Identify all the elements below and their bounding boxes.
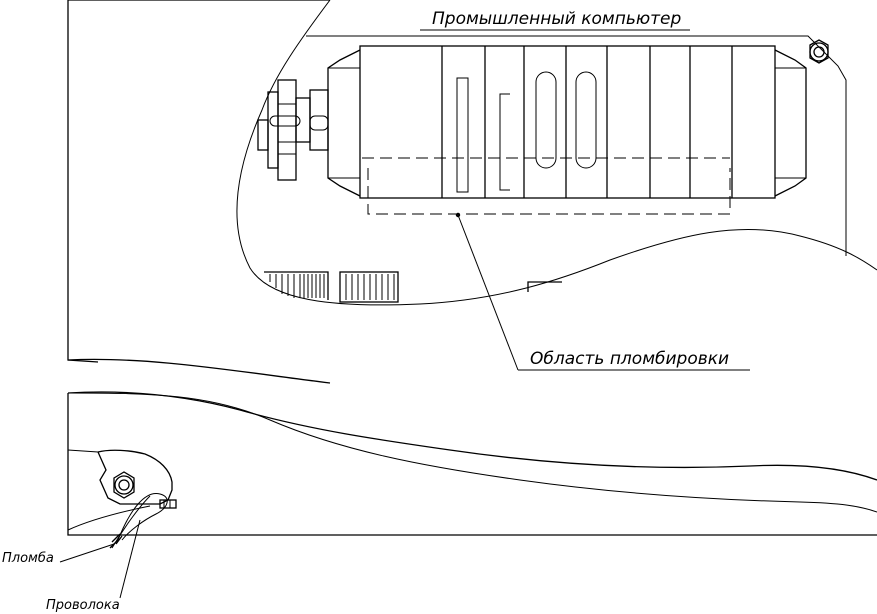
seal-area-label: Область пломбировки (530, 349, 729, 369)
industrial-computer (327, 45, 807, 199)
connector-assembly (257, 79, 329, 181)
wire-leader (119, 519, 141, 599)
seal-tab (159, 499, 177, 509)
upper-panel (67, 0, 331, 384)
module-slot (456, 77, 469, 193)
seal-label: Пломба (2, 551, 54, 566)
module-slot-oval-1 (535, 71, 557, 169)
seal-leader (59, 543, 115, 563)
module-bracket (499, 93, 510, 191)
computer-housing (306, 35, 847, 256)
module-slot-oval-2 (575, 71, 597, 169)
module-dividers (441, 46, 733, 198)
wire-label: Проволока (46, 598, 120, 613)
hatched-blocks (264, 271, 562, 303)
seal-bracket (67, 449, 173, 505)
nut-icon-detail (113, 471, 135, 499)
nut-icon (809, 39, 829, 64)
lower-panel (67, 391, 877, 536)
seal-area-leader (455, 212, 750, 371)
seal-area-outline (367, 168, 731, 215)
computer-label: Промышленный компьютер (432, 9, 682, 29)
break-outline (236, 0, 877, 306)
